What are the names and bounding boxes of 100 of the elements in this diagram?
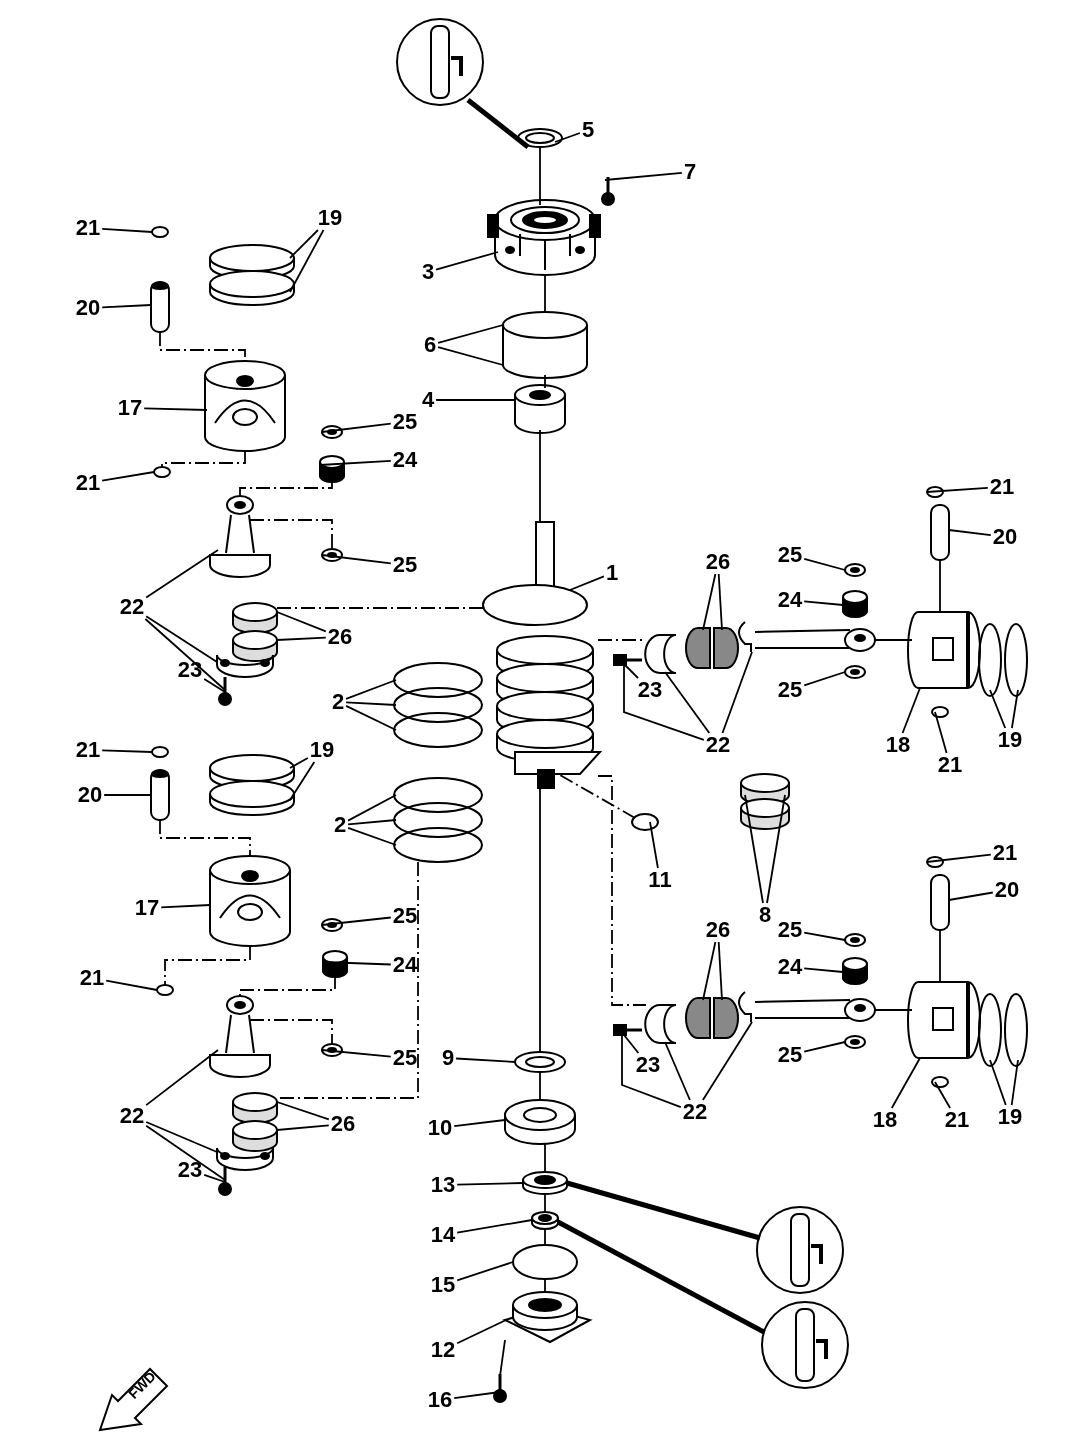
circlip-drawing <box>931 1076 949 1088</box>
callout-number: 26 <box>325 625 355 649</box>
bearing-cap-drawing <box>644 634 677 674</box>
leader-line <box>702 1021 753 1101</box>
ball-bearing-drawing <box>514 384 566 434</box>
callout-number: 2 <box>331 813 349 837</box>
leader-line <box>289 761 316 801</box>
bolt-drawing <box>218 677 232 706</box>
leader-line <box>103 794 153 796</box>
connector-line <box>544 1143 546 1173</box>
callout-number: 25 <box>775 678 805 702</box>
washer-drawing <box>844 665 866 679</box>
bolt-drawing <box>218 1167 232 1196</box>
leader-line <box>105 979 158 991</box>
callout-number: 26 <box>328 1112 358 1136</box>
connector-line <box>556 1219 766 1335</box>
connector-line <box>499 1339 506 1377</box>
leader-line <box>766 794 786 904</box>
callout-number: 22 <box>117 595 147 619</box>
leader-line <box>948 529 992 537</box>
piston-drawing <box>907 981 981 1059</box>
callout-number: 25 <box>775 1043 805 1067</box>
leader-line <box>145 1124 226 1181</box>
callout-number: 5 <box>579 118 597 142</box>
connector-line <box>544 274 546 313</box>
leader-line <box>145 615 218 663</box>
callout-number: 19 <box>315 206 345 230</box>
leader-line <box>934 1081 951 1109</box>
callout-number: 24 <box>390 448 420 472</box>
leader-line <box>289 229 325 293</box>
leader-line <box>456 1261 514 1282</box>
washer-drawing <box>844 1035 866 1049</box>
needle-bearing-drawing <box>322 950 348 978</box>
connector-line <box>939 929 941 983</box>
leader-line <box>101 228 153 233</box>
assembly-line <box>249 519 333 550</box>
leader-line <box>289 757 309 769</box>
needle-bearing-drawing <box>685 997 739 1039</box>
piston-pin-drawing <box>930 504 950 561</box>
assembly-line <box>159 819 251 858</box>
callout-number: 23 <box>633 1053 663 1077</box>
circlip-drawing <box>926 486 944 498</box>
bearing-housing-drawing <box>487 199 601 276</box>
needle-bearing-drawing <box>319 455 345 483</box>
callout-number: 8 <box>756 903 774 927</box>
leader-line <box>1010 1059 1019 1106</box>
half-bearing-drawing <box>740 773 790 830</box>
connector-line <box>466 98 530 149</box>
leader-line <box>276 1101 330 1121</box>
callout-number: 21 <box>942 1108 972 1132</box>
callout-number: 24 <box>775 955 805 979</box>
callout-number: 17 <box>115 396 145 420</box>
o-ring-drawing <box>512 1244 578 1280</box>
callout-number: 3 <box>419 260 437 284</box>
piston-drawing <box>907 611 981 689</box>
connector-line <box>544 1278 546 1293</box>
callout-number: 25 <box>390 1046 420 1070</box>
callout-number: 19 <box>995 728 1025 752</box>
callout-number: 23 <box>175 658 205 682</box>
leader-line <box>744 794 764 904</box>
callout-number: 21 <box>73 471 103 495</box>
piston-drawing <box>209 855 291 947</box>
connector-line <box>544 1228 546 1246</box>
assembly-line <box>559 774 636 819</box>
leader-line <box>160 904 211 909</box>
callout-number: 12 <box>428 1338 458 1362</box>
callout-number: 20 <box>992 878 1022 902</box>
leader-line <box>1011 689 1019 729</box>
oil-seal-drawing <box>517 128 563 148</box>
connector-line <box>539 429 541 523</box>
crankshaft-drawing <box>482 521 603 789</box>
connector-line <box>539 787 541 1053</box>
leader-line <box>569 575 605 591</box>
leader-line <box>803 931 846 941</box>
leader-line <box>321 916 392 926</box>
o-ring-drawing <box>502 311 588 379</box>
needle-bearing-drawing <box>842 590 868 618</box>
callout-number: 13 <box>428 1173 458 1197</box>
callout-number: 25 <box>390 553 420 577</box>
washer-drawing <box>844 563 866 577</box>
leader-line <box>934 711 948 754</box>
connector-line <box>873 1009 913 1011</box>
leader-line <box>717 573 723 631</box>
ball-bearing-drawing <box>504 1099 576 1145</box>
needle-bearing-drawing <box>232 602 278 662</box>
leader-line <box>803 558 846 571</box>
leader-line <box>345 679 397 700</box>
leader-line <box>345 701 397 706</box>
leader-line <box>101 471 155 482</box>
circlip-drawing <box>156 984 174 996</box>
piston-pin-drawing <box>150 769 170 821</box>
leader-line <box>926 487 989 493</box>
leader-line <box>203 678 226 693</box>
bearing-cap-drawing <box>216 1147 274 1171</box>
leader-line <box>803 1041 846 1053</box>
leader-line <box>649 821 659 869</box>
connecting-rod-drawing <box>738 991 876 1023</box>
piston-pin-drawing <box>930 874 950 931</box>
needle-bearing-drawing <box>842 957 868 985</box>
bolt-drawing <box>493 1374 507 1403</box>
